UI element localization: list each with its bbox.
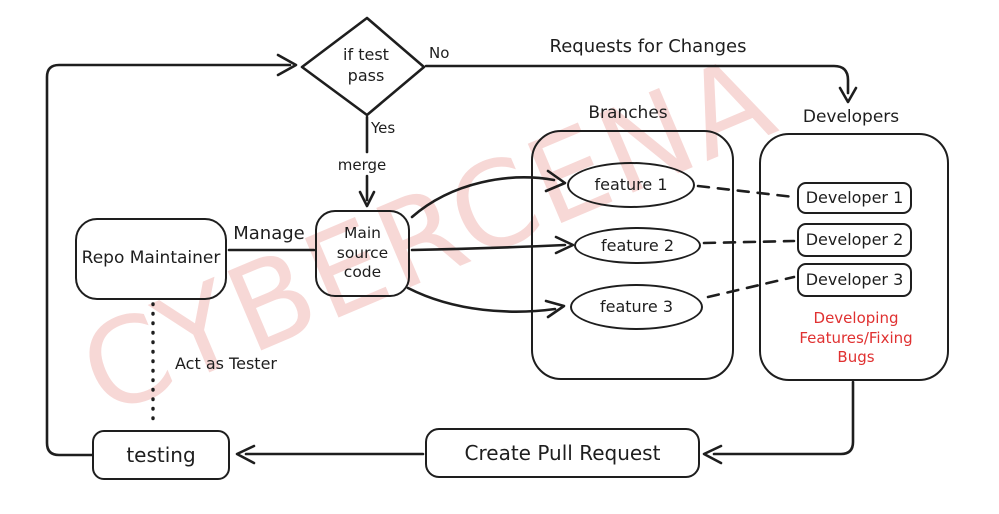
node-main-source-code: Main source code [315, 210, 410, 297]
node-feature-3: feature 3 [570, 284, 703, 330]
edge-label-merge: merge [337, 156, 387, 174]
edge-label-yes: Yes [371, 119, 396, 137]
node-testing: testing [92, 430, 230, 480]
arrowhead-into-developers [838, 86, 858, 104]
node-developer-2: Developer 2 [797, 223, 912, 257]
edge-label-manage: Manage [233, 223, 305, 244]
arrowhead-into-testing [235, 444, 256, 465]
arrowhead-into-cpr [702, 444, 723, 465]
branches-group-title: Branches [588, 103, 668, 123]
arrowhead-into-decision [276, 53, 298, 77]
edge-label-act-as-tester: Act as Tester [175, 354, 277, 373]
developers-group-title: Developers [802, 107, 900, 127]
edge-label-requests-for-changes: Requests for Changes [549, 36, 747, 57]
developing-note: Developing Features/Fixing Bugs [799, 309, 913, 366]
node-feature-2: feature 2 [574, 227, 701, 264]
node-feature-1: feature 1 [567, 162, 695, 208]
node-developer-3: Developer 3 [797, 263, 912, 297]
node-developer-1: Developer 1 [797, 182, 912, 214]
branches-group-container [531, 130, 734, 380]
edge-developers-to-cpr [712, 380, 855, 456]
edge-label-no: No [429, 44, 450, 62]
decision-node-text: if test pass [343, 45, 389, 85]
developers-group-container [759, 133, 949, 381]
node-create-pull-request: Create Pull Request [425, 428, 700, 478]
node-repo-maintainer: Repo Maintainer [75, 218, 227, 300]
